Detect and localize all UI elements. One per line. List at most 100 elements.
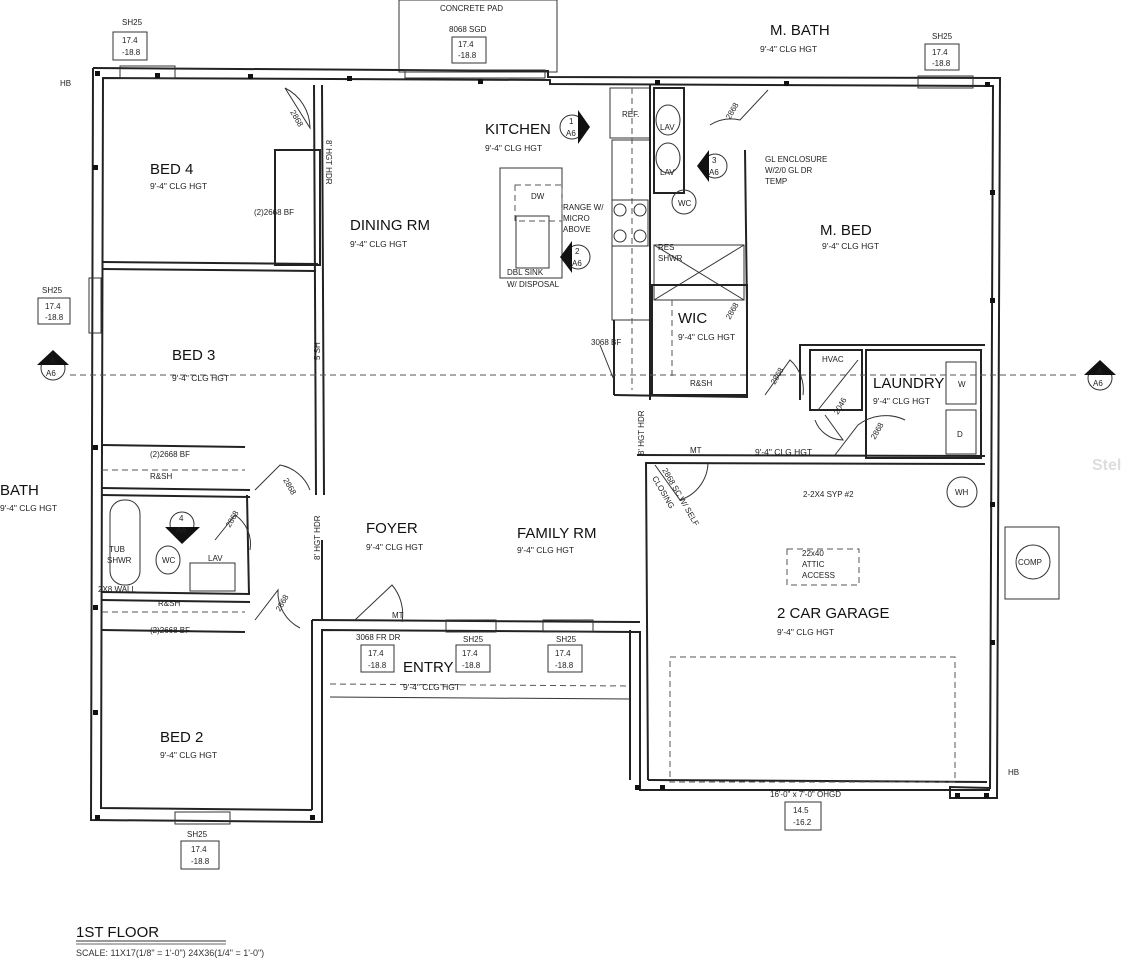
svg-text:14.5: 14.5 <box>793 806 809 815</box>
svg-text:A6: A6 <box>709 168 719 177</box>
svg-text:8' HGT HDR: 8' HGT HDR <box>324 140 333 185</box>
svg-text:SH25: SH25 <box>187 830 208 839</box>
svg-text:3: 3 <box>712 156 717 165</box>
watermark: Stellar <box>1092 457 1122 474</box>
svg-text:A: A <box>1097 367 1103 376</box>
svg-text:HB: HB <box>1008 768 1019 777</box>
svg-text:-18.8: -18.8 <box>462 661 481 670</box>
svg-text:2868: 2868 <box>724 301 741 321</box>
svg-text:2868: 2868 <box>274 593 291 613</box>
room-dining: DINING RM <box>350 217 430 234</box>
svg-text:-18.8: -18.8 <box>45 313 64 322</box>
ceiling-height: 9'-4" CLG HGT <box>150 181 207 191</box>
svg-text:GL ENCLOSURE: GL ENCLOSURE <box>765 155 827 164</box>
doors <box>214 87 906 629</box>
svg-text:8' HGT HDR: 8' HGT HDR <box>637 410 646 455</box>
ceiling-height: 9'-4" CLG HGT <box>160 750 217 760</box>
ceiling-height: 9'-4" CLG HGT <box>0 503 57 513</box>
ceiling-height: 9'-4" CLG HGT <box>350 239 407 249</box>
section-marker-a-left-icon: AA6 <box>37 350 69 381</box>
svg-text:DBL SINK: DBL SINK <box>507 268 544 277</box>
ceiling-height: 9'-4" CLG HGT <box>517 545 574 555</box>
room-foyer: FOYER <box>366 520 418 537</box>
room-bath: BATH <box>0 482 39 499</box>
svg-text:3068 BF: 3068 BF <box>591 338 621 347</box>
svg-text:A6: A6 <box>46 369 56 378</box>
svg-text:D: D <box>957 430 963 439</box>
room-bed2: BED 2 <box>160 729 203 746</box>
svg-text:RANGE W/: RANGE W/ <box>563 203 604 212</box>
room-mbed: M. BED <box>820 222 872 239</box>
svg-text:TEMP: TEMP <box>765 177 787 186</box>
svg-text:MT: MT <box>392 611 404 620</box>
plan-scale: SCALE: 11X17(1/8" = 1'-0") 24X36(1/4" = … <box>76 948 264 958</box>
svg-text:(2)2668 BF: (2)2668 BF <box>254 208 294 217</box>
svg-text:A6: A6 <box>176 526 186 535</box>
svg-text:MT: MT <box>690 446 702 455</box>
svg-text:A6: A6 <box>566 129 576 138</box>
svg-text:17.4: 17.4 <box>45 302 61 311</box>
ceiling-height: 9'-4" CLG HGT <box>760 44 817 54</box>
svg-text:17.4: 17.4 <box>932 48 948 57</box>
svg-text:(2)2668 BF: (2)2668 BF <box>150 626 190 635</box>
ceiling-height: 9'-4" CLG HGT <box>485 143 542 153</box>
svg-text:17.4: 17.4 <box>368 649 384 658</box>
svg-text:-18.8: -18.8 <box>122 48 141 57</box>
svg-text:2868: 2868 <box>224 509 241 529</box>
section-markers: 1A6 2A6 3A6 4A6 AA6 AA6 <box>37 110 1116 544</box>
svg-text:17.4: 17.4 <box>555 649 571 658</box>
room-laundry: LAUNDRY <box>873 375 944 392</box>
svg-text:2868: 2868 <box>724 101 741 121</box>
svg-text:REF.: REF. <box>622 110 639 119</box>
sgd-spec: -18.8 <box>458 51 477 60</box>
ceiling-height: 9'-4" CLG HGT <box>777 627 834 637</box>
svg-text:22x40: 22x40 <box>802 549 824 558</box>
room-kitchen: KITCHEN <box>485 121 551 138</box>
svg-text:2868: 2868 <box>281 477 298 497</box>
svg-text:HVAC: HVAC <box>822 355 844 364</box>
ceiling-height: 9'-4" CLG HGT <box>172 373 229 383</box>
svg-text:4: 4 <box>179 514 184 523</box>
svg-text:17.4: 17.4 <box>462 649 478 658</box>
svg-text:17.4: 17.4 <box>191 845 207 854</box>
ceiling-height: 9'-4" CLG HGT <box>678 332 735 342</box>
svg-text:WH: WH <box>955 488 969 497</box>
svg-text:DW: DW <box>531 192 545 201</box>
sgd-spec: 17.4 <box>458 40 474 49</box>
svg-text:HB: HB <box>60 79 71 88</box>
svg-text:RES: RES <box>658 243 674 252</box>
section-marker-4-icon: 4A6 <box>165 511 200 544</box>
svg-text:R&SH: R&SH <box>150 472 172 481</box>
svg-text:2: 2 <box>575 247 580 256</box>
svg-text:R&SH: R&SH <box>158 599 180 608</box>
svg-text:ACCESS: ACCESS <box>802 571 835 580</box>
plan-title: 1ST FLOOR <box>76 924 159 941</box>
ceiling-height: 9'-4" CLG HGT <box>403 682 460 692</box>
room-wic: WIC <box>678 310 707 327</box>
svg-text:LAV: LAV <box>660 123 675 132</box>
room-labels: BED 4 9'-4" CLG HGT BED 3 9'-4" CLG HGT … <box>0 22 944 760</box>
svg-text:(2)2668 BF: (2)2668 BF <box>150 450 190 459</box>
svg-text:R&SH: R&SH <box>690 379 712 388</box>
svg-text:2868: 2868 <box>869 421 886 441</box>
windows <box>88 65 974 825</box>
concrete-pad-label: CONCRETE PAD <box>440 4 503 13</box>
ceiling-height: 9'-4" CLG HGT <box>822 241 879 251</box>
svg-text:-16.2: -16.2 <box>793 818 812 827</box>
ceiling-height: 9'-4" CLG HGT <box>366 542 423 552</box>
window-tags: SH25 17.4-18.8 SH25 17.4-18.8 SH25 17.4-… <box>37 18 1019 870</box>
ceiling-height: 9'-4" CLG HGT <box>873 396 930 406</box>
svg-text:16'-0" x 7'-0" OHGD: 16'-0" x 7'-0" OHGD <box>770 790 841 799</box>
svg-text:SH25: SH25 <box>556 635 577 644</box>
svg-text:ABOVE: ABOVE <box>563 225 591 234</box>
svg-text:-18.8: -18.8 <box>932 59 951 68</box>
svg-text:LAV: LAV <box>208 554 223 563</box>
svg-text:5 SH: 5 SH <box>313 342 322 360</box>
section-marker-1-icon: 1A6 <box>559 110 590 144</box>
svg-text:2-2X4 SYP #2: 2-2X4 SYP #2 <box>803 490 854 499</box>
svg-text:LAV: LAV <box>660 168 675 177</box>
sgd-label: 8068 SGD <box>449 25 487 34</box>
posts <box>93 71 995 820</box>
section-marker-3-icon: 3A6 <box>697 150 728 182</box>
